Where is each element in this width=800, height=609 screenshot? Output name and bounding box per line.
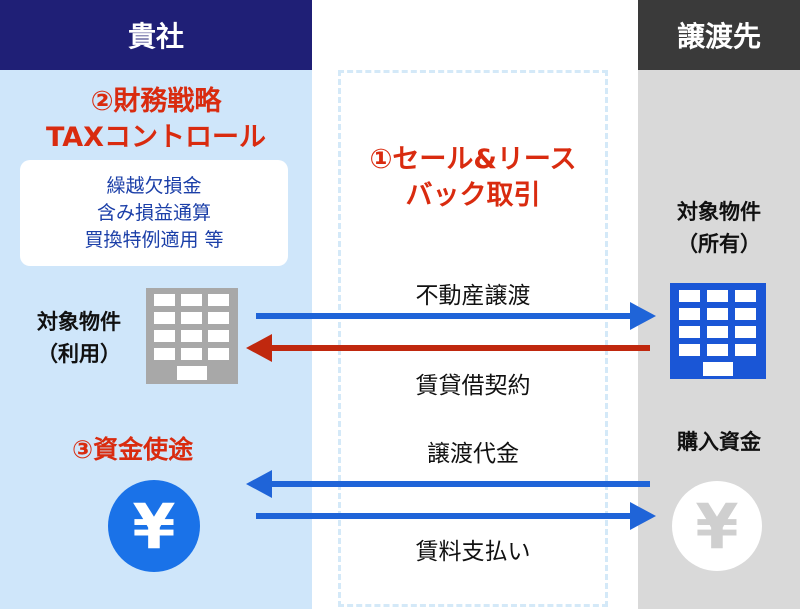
transferee-property-line2: （所有） (677, 232, 761, 256)
tax-items-box: 繰越欠損金 含み損益通算 買換特例適用 等 (20, 160, 288, 266)
arrow-rent (256, 502, 656, 530)
transferee-property-label: 対象物件 （所有） (638, 196, 800, 260)
strategy-title: ②財務戦略 TAXコントロール (0, 84, 312, 156)
client-property-line1: 対象物件 (37, 310, 121, 334)
arrow-lease (246, 334, 650, 362)
purchase-funds-label: 購入資金 (677, 430, 761, 454)
transferee-header: 譲渡先 (638, 0, 800, 70)
transferee-property-line1: 対象物件 (677, 200, 761, 224)
building-icon-blue (670, 283, 766, 379)
strategy-title-line2: TAXコントロール (45, 122, 267, 153)
arrow-transfer (256, 302, 656, 330)
client-property-line2: （利用） (37, 342, 121, 366)
flow-label-lease: 賃貸借契約 (415, 373, 531, 399)
tax-item: 買換特例適用 等 (84, 228, 224, 251)
flow-label-rent: 賃料支払い (415, 539, 531, 565)
yen-coin-icon-blue: ¥ (108, 480, 200, 572)
strategy-title-line1: ②財務戦略 (90, 86, 222, 117)
sale-leaseback-title: ①セール&リース バック取引 (338, 142, 608, 214)
transaction-area (338, 70, 608, 607)
tax-item: 含み損益通算 (96, 201, 211, 224)
flow-label-transfer: 不動産譲渡 (415, 283, 531, 309)
arrow-proceeds (246, 470, 650, 498)
yen-coin-icon-white: ¥ (672, 481, 762, 571)
sale-leaseback-title-line2: バック取引 (405, 180, 541, 211)
tax-item: 繰越欠損金 (106, 174, 202, 197)
client-property-label: 対象物件 （利用） (10, 306, 148, 370)
client-header: 貴社 (0, 0, 312, 70)
fund-usage-title: ③資金使途 (72, 435, 194, 464)
building-icon-gray (146, 288, 238, 384)
sale-leaseback-title-line1: ①セール&リース (369, 144, 577, 175)
flow-label-proceeds: 譲渡代金 (427, 441, 519, 467)
